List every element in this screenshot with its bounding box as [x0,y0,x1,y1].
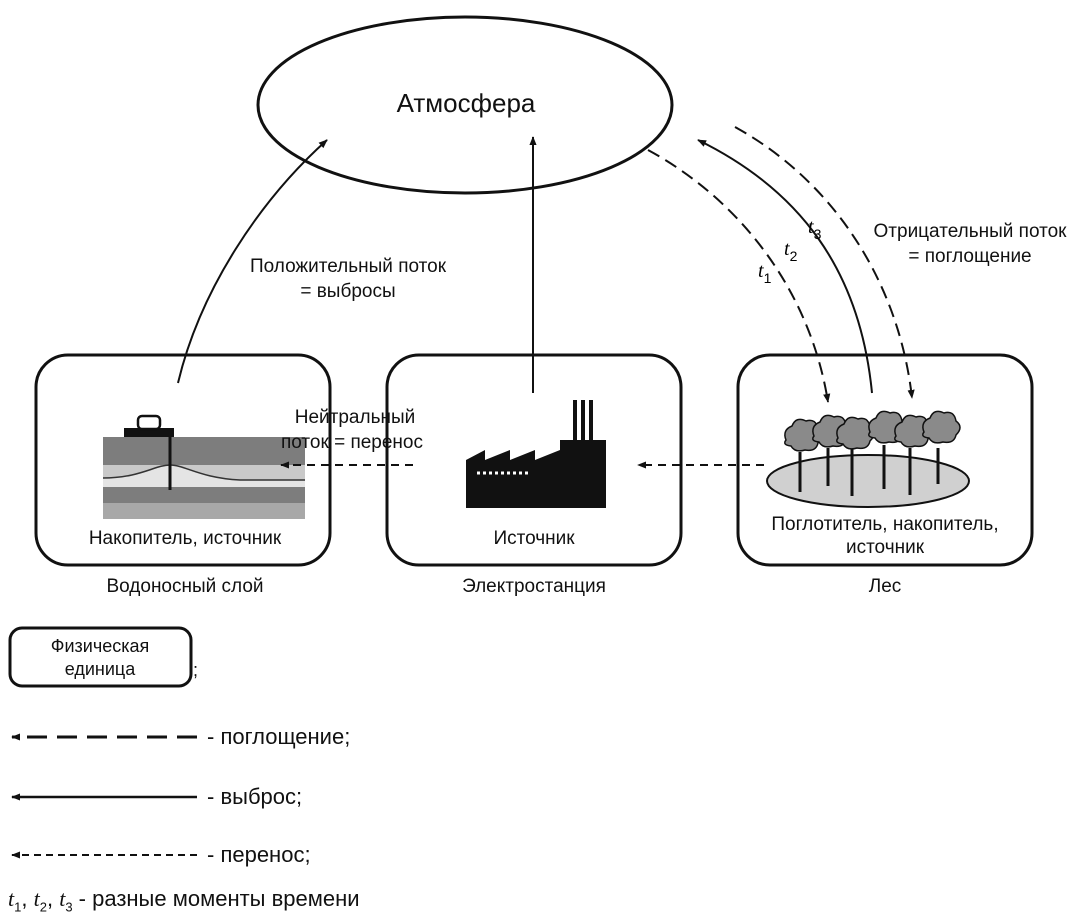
atmosphere-label: Атмосфера [397,88,536,118]
aquifer-box-label: Накопитель, источник [89,528,282,549]
forest-box-label-2: источник [846,537,925,558]
negative-flow-label-1: Отрицательный поток [874,221,1068,242]
absorption-arrow-t3 [734,126,915,399]
positive-flow-label-2: = выбросы [300,281,395,302]
time-label-t1: t1 [758,260,772,286]
neutral-flow-label-1: Нейтральный [295,407,416,428]
neutral-flow-label-2: поток = перенос [281,432,423,453]
legend-transfer-text: - перенос; [207,842,311,867]
emission-arrow-aquifer [177,139,328,384]
factory-icon [466,400,606,508]
legend-unit-box-line2: единица [65,659,136,679]
legend-unit-suffix: ; [193,660,198,680]
legend-absorption-text: - поглощение; [207,724,351,749]
legend-unit-box [8,626,193,688]
forest-box [736,353,1034,567]
forest-icon [766,410,970,508]
absorption-arrow-t1 [647,149,831,403]
time-label-t2: t2 [784,238,798,264]
aquifer-caption: Водоносный слой [106,576,263,597]
legend-time-note: t1, t2, t3 - разные моменты времени [8,886,360,915]
atmosphere-ellipse [256,15,674,195]
legend-emission-text: - выброс; [207,784,303,809]
emission-arrow-forest [697,139,873,394]
legend-unit-box-line1: Физическая [51,636,149,656]
power-plant-box-label: Источник [493,528,575,549]
power-plant-caption: Электростанция [462,576,606,597]
aquifer-box [34,353,332,567]
forest-caption: Лес [869,576,902,597]
positive-flow-label-1: Положительный поток [250,256,447,277]
forest-box-label-1: Поглотитель, накопитель, [771,514,998,535]
time-label-t3: t3 [808,216,822,242]
aquifer-icon [102,414,305,519]
negative-flow-label-2: = поглощение [908,246,1031,267]
